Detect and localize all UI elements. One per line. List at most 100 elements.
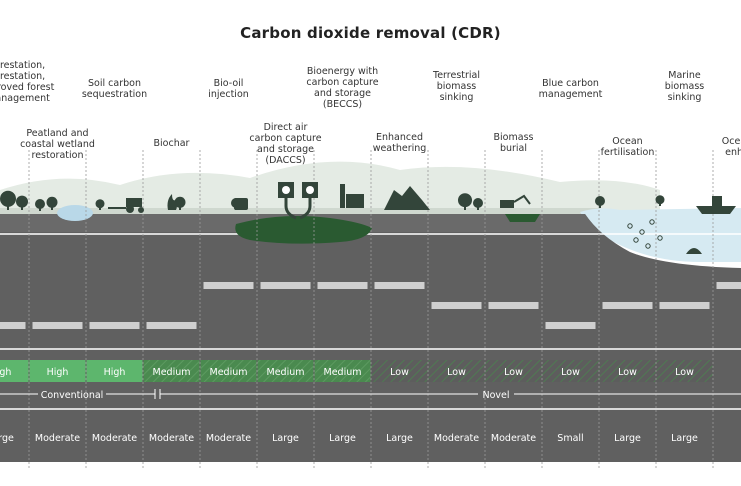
bio-oil-tank-icon xyxy=(234,198,248,210)
seaweed-icon xyxy=(686,248,702,254)
daccs-fan-icon xyxy=(278,182,318,220)
readiness-label: Low xyxy=(618,367,637,378)
scale-label: Moderate xyxy=(206,433,251,444)
tree-icon xyxy=(473,198,483,210)
conventional-label: Conventional xyxy=(41,390,104,401)
method-label: Ocean enha xyxy=(721,136,741,158)
potential-bar xyxy=(203,282,254,289)
scale-label: Moderate xyxy=(149,433,194,444)
scale-label: Moderate xyxy=(92,433,137,444)
potential-bar xyxy=(89,322,140,329)
potential-bar xyxy=(602,302,653,309)
fire-icon xyxy=(167,194,177,210)
method-label: forestation, forestation, mproved forest… xyxy=(0,60,55,104)
potential-bar xyxy=(260,282,311,289)
method-label: Peatland and coastal wetland restoration xyxy=(20,128,95,161)
scale-row: Large Moderate Moderate Moderate Moderate Lar… xyxy=(0,433,698,444)
potential-bars xyxy=(0,282,741,329)
readiness-cell xyxy=(143,360,200,382)
readiness-label: High xyxy=(47,367,69,378)
method-label: Biomass burial xyxy=(493,132,534,154)
readiness-cell xyxy=(599,360,656,382)
readiness-label: Medium xyxy=(153,367,191,378)
readiness-cell xyxy=(371,360,428,382)
method-label: Bio-oil injection xyxy=(208,78,249,100)
readiness-cell xyxy=(542,360,599,382)
readiness-label: Low xyxy=(390,367,409,378)
scale-label: Large xyxy=(0,433,14,444)
tree-icon xyxy=(174,196,186,210)
hills-backdrop xyxy=(0,161,660,212)
method-label: Ocean fertilisation xyxy=(600,136,655,158)
readiness-label: Medium xyxy=(210,367,248,378)
method-label: Enhanced weathering xyxy=(372,132,427,154)
scale-label: Large xyxy=(386,433,413,444)
tractor-icon xyxy=(108,198,144,213)
readiness-row: High High High Medium Medium Medium Medium Low L… xyxy=(0,360,713,382)
method-label: Bioenergy with carbon capture and storag… xyxy=(306,66,379,110)
method-label: Direct air carbon capture and storage (D… xyxy=(249,122,322,166)
readiness-cell xyxy=(656,360,713,382)
surface-illustrations xyxy=(0,182,736,254)
scale-label: Large xyxy=(272,433,299,444)
scale-label: Large xyxy=(614,433,641,444)
tree-icon xyxy=(0,190,16,210)
readiness-label: High xyxy=(0,367,11,378)
tree-icon xyxy=(458,193,472,210)
readiness-cell xyxy=(428,360,485,382)
ocean-water xyxy=(580,208,741,262)
potential-bar xyxy=(659,302,710,309)
earth-ground xyxy=(0,214,741,462)
scale-label: Large xyxy=(671,433,698,444)
tree-icon xyxy=(95,199,105,210)
readiness-cell xyxy=(314,360,371,382)
tree-icon xyxy=(655,195,665,206)
excavator-icon xyxy=(500,194,531,208)
readiness-cell xyxy=(0,360,29,382)
readiness-cell xyxy=(86,360,143,382)
readiness-cell xyxy=(29,360,86,382)
readiness-label: Medium xyxy=(267,367,305,378)
scale-label: Large xyxy=(329,433,356,444)
novel-label: Novel xyxy=(482,390,509,401)
scale-label: Small xyxy=(557,433,583,444)
potential-bar xyxy=(488,302,539,309)
scale-label: Moderate xyxy=(491,433,536,444)
beccs-plant-icon xyxy=(340,184,364,208)
method-label: Biochar xyxy=(153,138,190,149)
potential-bar xyxy=(146,322,197,329)
readiness-label: Low xyxy=(504,367,523,378)
potential-bar xyxy=(317,282,368,289)
daccs-storage-reservoir xyxy=(235,216,372,244)
readiness-cell xyxy=(257,360,314,382)
readiness-label: High xyxy=(104,367,126,378)
ocean-particles xyxy=(627,219,663,249)
rock-pile-icon xyxy=(384,186,430,210)
diagram-title: Carbon dioxide removal (CDR) xyxy=(240,24,501,42)
potential-bar xyxy=(32,322,83,329)
potential-bar xyxy=(431,302,482,309)
potential-bar xyxy=(374,282,425,289)
readiness-cell xyxy=(485,360,542,382)
readiness-label: Medium xyxy=(324,367,362,378)
scale-label: Moderate xyxy=(35,433,80,444)
ship-icon xyxy=(696,196,736,214)
tree-icon xyxy=(46,196,58,210)
biomass-burial-pit xyxy=(505,214,540,222)
potential-bar xyxy=(0,322,26,329)
ground-surface xyxy=(0,208,600,214)
tree-icon xyxy=(35,199,45,211)
readiness-cell xyxy=(200,360,257,382)
tree-icon xyxy=(16,195,28,210)
method-label: Blue carbon management xyxy=(538,78,603,100)
method-label: Soil carbon sequestration xyxy=(81,78,148,100)
method-label: Terrestrial biomass sinking xyxy=(433,70,480,103)
scale-label: Moderate xyxy=(434,433,479,444)
tree-icon xyxy=(595,196,605,208)
readiness-label: Low xyxy=(675,367,694,378)
potential-bar xyxy=(545,322,596,329)
readiness-label: Low xyxy=(561,367,580,378)
peatland-pond xyxy=(57,205,93,221)
